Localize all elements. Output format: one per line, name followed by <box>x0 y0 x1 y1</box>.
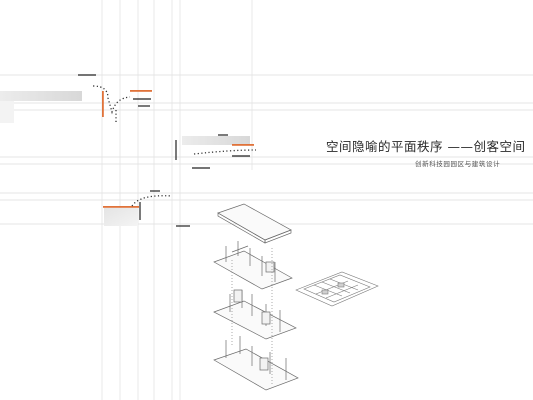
axonometric-model <box>213 203 299 391</box>
site-plan-sketch <box>295 271 379 307</box>
plan-blocks <box>0 91 250 226</box>
accent-marks <box>102 90 254 208</box>
block-center <box>182 136 250 145</box>
block-left-lower <box>0 101 14 123</box>
poster-title: 空间隐喻的平面秩序 ——创客空间 <box>326 139 526 154</box>
block-left <box>0 91 82 101</box>
poster-subtitle: 创新科技园园区与建筑设计 <box>415 160 501 168</box>
black-ticks <box>78 74 250 227</box>
block-mid <box>104 208 138 226</box>
dotted-paths <box>92 85 257 207</box>
